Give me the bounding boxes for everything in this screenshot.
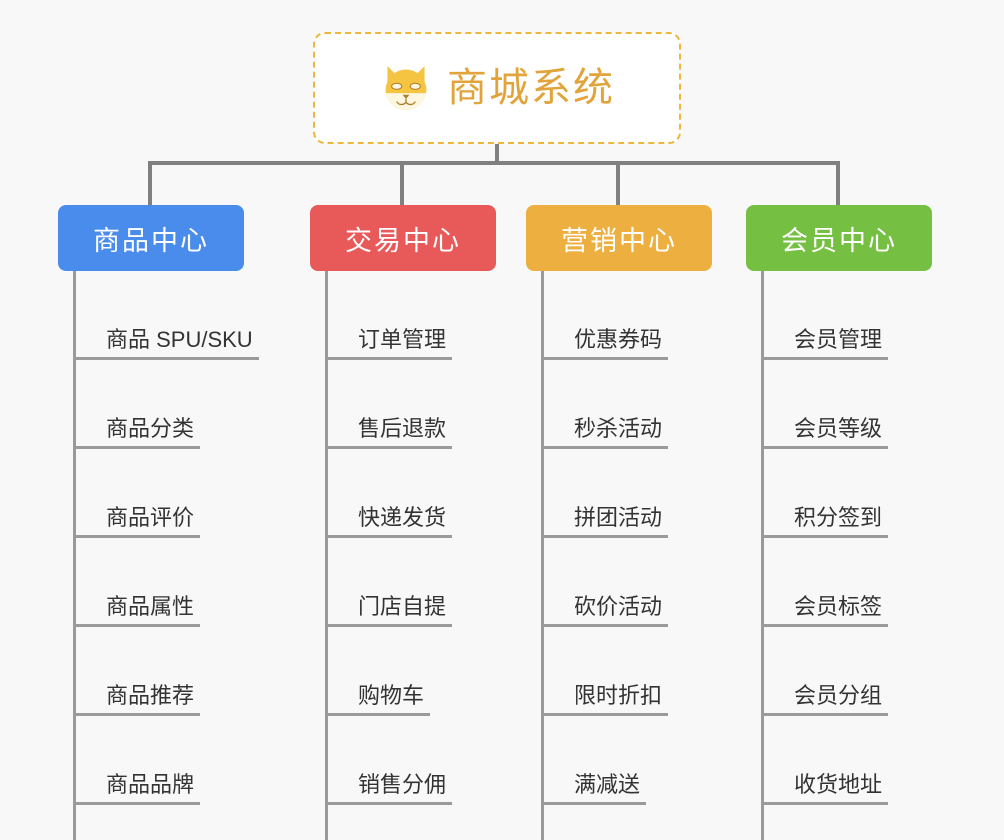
leaf-label: 门店自提 — [328, 596, 453, 627]
leaf-item[interactable]: 会员分组 — [764, 627, 932, 716]
leaf-item[interactable]: 秒杀活动 — [544, 360, 712, 449]
leaf-item[interactable]: 会员管理 — [764, 271, 932, 360]
column-product-center: 商品中心 商品 SPU/SKU 商品分类 商品评价 商品属性 商品推荐 商品品牌 — [58, 205, 259, 840]
column-member-center: 会员中心 会员管理 会员等级 积分签到 会员标签 会员分组 收货地址 — [746, 205, 932, 840]
leaf-item[interactable]: 满减送 — [544, 716, 712, 805]
leaf-label: 砍价活动 — [544, 596, 669, 627]
leaf-label: 会员等级 — [764, 418, 889, 449]
leaf-label: 商品品牌 — [76, 774, 201, 805]
leaf-label: 会员标签 — [764, 596, 889, 627]
root-node[interactable]: 商城系统 — [313, 32, 681, 144]
leaf-label: 商品属性 — [76, 596, 201, 627]
leaf-label: 商品分类 — [76, 418, 201, 449]
leaf-item[interactable]: 商品推荐 — [76, 627, 244, 716]
leaf-label: 拼团活动 — [544, 507, 669, 538]
leaf-item[interactable]: 会员等级 — [764, 360, 932, 449]
leaf-item[interactable]: 优惠券码 — [544, 271, 712, 360]
leaf-item[interactable]: 商品品牌 — [76, 716, 244, 805]
connector-drop-3 — [616, 161, 620, 205]
leaf-label: 订单管理 — [328, 329, 453, 360]
column-body-1: 商品 SPU/SKU 商品分类 商品评价 商品属性 商品推荐 商品品牌 — [73, 271, 259, 840]
column-header-3[interactable]: 营销中心 — [526, 205, 712, 271]
leaf-label: 限时折扣 — [544, 685, 669, 716]
leaf-label: 积分签到 — [764, 507, 889, 538]
leaf-label: 商品 SPU/SKU — [76, 329, 259, 360]
column-body-3: 优惠券码 秒杀活动 拼团活动 砍价活动 限时折扣 满减送 — [541, 271, 712, 840]
connector-drop-1 — [148, 161, 152, 205]
connector-drop-4 — [836, 161, 840, 205]
leaf-item[interactable]: 商品评价 — [76, 449, 244, 538]
column-header-label-2: 交易中心 — [345, 225, 461, 256]
column-header-2[interactable]: 交易中心 — [310, 205, 496, 271]
leaf-item[interactable]: 积分签到 — [764, 449, 932, 538]
leaf-label: 售后退款 — [328, 418, 453, 449]
leaf-label: 购物车 — [328, 685, 431, 716]
connector-horizontal-bus — [148, 161, 840, 165]
column-header-label-1: 商品中心 — [93, 225, 209, 256]
leaf-item[interactable]: 门店自提 — [328, 538, 496, 627]
column-header-4[interactable]: 会员中心 — [746, 205, 932, 271]
leaf-item[interactable]: 收货地址 — [764, 716, 932, 805]
leaf-label: 会员分组 — [764, 685, 889, 716]
column-header-label-4: 会员中心 — [781, 225, 897, 256]
root-title: 商城系统 — [447, 66, 615, 110]
leaf-item[interactable]: 限时折扣 — [544, 627, 712, 716]
connector-root-stem — [495, 144, 499, 164]
leaf-item[interactable]: 会员标签 — [764, 538, 932, 627]
column-body-2: 订单管理 售后退款 快递发货 门店自提 购物车 销售分佣 — [325, 271, 496, 840]
leaf-label: 商品评价 — [76, 507, 201, 538]
leaf-item[interactable]: 订单管理 — [328, 271, 496, 360]
leaf-item[interactable]: 拼团活动 — [544, 449, 712, 538]
leaf-label: 销售分佣 — [328, 774, 453, 805]
leaf-label: 收货地址 — [764, 774, 889, 805]
leaf-label: 优惠券码 — [544, 329, 669, 360]
leaf-item[interactable]: 商品 SPU/SKU — [76, 271, 259, 360]
leaf-label: 快递发货 — [328, 507, 453, 538]
leaf-label: 满减送 — [544, 774, 647, 805]
leaf-item[interactable]: 快递发货 — [328, 449, 496, 538]
leaf-item[interactable]: 销售分佣 — [328, 716, 496, 805]
column-header-label-3: 营销中心 — [561, 225, 677, 256]
leaf-item[interactable]: 售后退款 — [328, 360, 496, 449]
leaf-item[interactable]: 商品分类 — [76, 360, 244, 449]
leaf-label: 商品推荐 — [76, 685, 201, 716]
leaf-item[interactable]: 商品属性 — [76, 538, 244, 627]
column-body-4: 会员管理 会员等级 积分签到 会员标签 会员分组 收货地址 — [761, 271, 932, 840]
leaf-label: 秒杀活动 — [544, 418, 669, 449]
leaf-item[interactable]: 砍价活动 — [544, 538, 712, 627]
column-header-1[interactable]: 商品中心 — [58, 205, 244, 271]
leaf-label: 会员管理 — [764, 329, 889, 360]
shiba-dog-face-icon — [385, 66, 427, 110]
connector-drop-2 — [400, 161, 404, 205]
column-marketing-center: 营销中心 优惠券码 秒杀活动 拼团活动 砍价活动 限时折扣 满减送 — [526, 205, 712, 840]
column-trade-center: 交易中心 订单管理 售后退款 快递发货 门店自提 购物车 销售分佣 — [310, 205, 496, 840]
leaf-item[interactable]: 购物车 — [328, 627, 496, 716]
